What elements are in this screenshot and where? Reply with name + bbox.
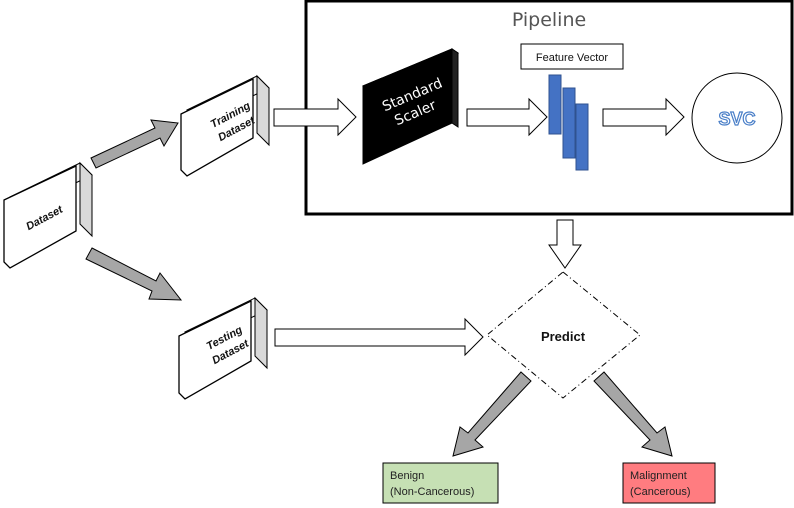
benign-output-box: Benign (Non-Cancerous) [382, 462, 499, 504]
arrow-pipeline-to-predict [548, 219, 582, 269]
arrow-training-to-scaler [273, 97, 357, 137]
arrow-predict-to-benign [452, 371, 532, 457]
benign-label-line2: (Non-Cancerous) [390, 486, 474, 498]
arrow-dataset-to-testing [85, 247, 183, 301]
feature-vector-icon [548, 74, 589, 171]
malignant-label-line1: Malignment [630, 470, 687, 482]
arrow-testing-to-predict [274, 317, 484, 357]
malignant-output-box: Malignment (Cancerous) [622, 462, 716, 504]
benign-label-line1: Benign [390, 470, 424, 482]
svc-label: SVC [718, 109, 755, 129]
predict-diamond: Predict [486, 271, 641, 399]
pipeline-title: Pipeline [512, 9, 586, 31]
feature-vector-label: Feature Vector [536, 52, 608, 64]
arrow-vector-to-svc [602, 97, 685, 137]
malignant-label-line2: (Cancerous) [630, 486, 691, 498]
arrow-predict-to-malignant [593, 371, 673, 457]
arrow-dataset-to-training [90, 119, 179, 169]
predict-label: Predict [541, 329, 586, 344]
testing-dataset-slab: Testing Dataset [178, 296, 268, 400]
svc-node: SVC [691, 72, 783, 164]
standard-scaler-block: Standard Scaler [362, 48, 460, 165]
dataset-slab: Dataset [3, 161, 93, 269]
arrow-scaler-to-vector [466, 97, 548, 137]
feature-vector-label-box: Feature Vector [520, 43, 624, 70]
training-dataset-slab: Training Dataset [180, 74, 270, 177]
